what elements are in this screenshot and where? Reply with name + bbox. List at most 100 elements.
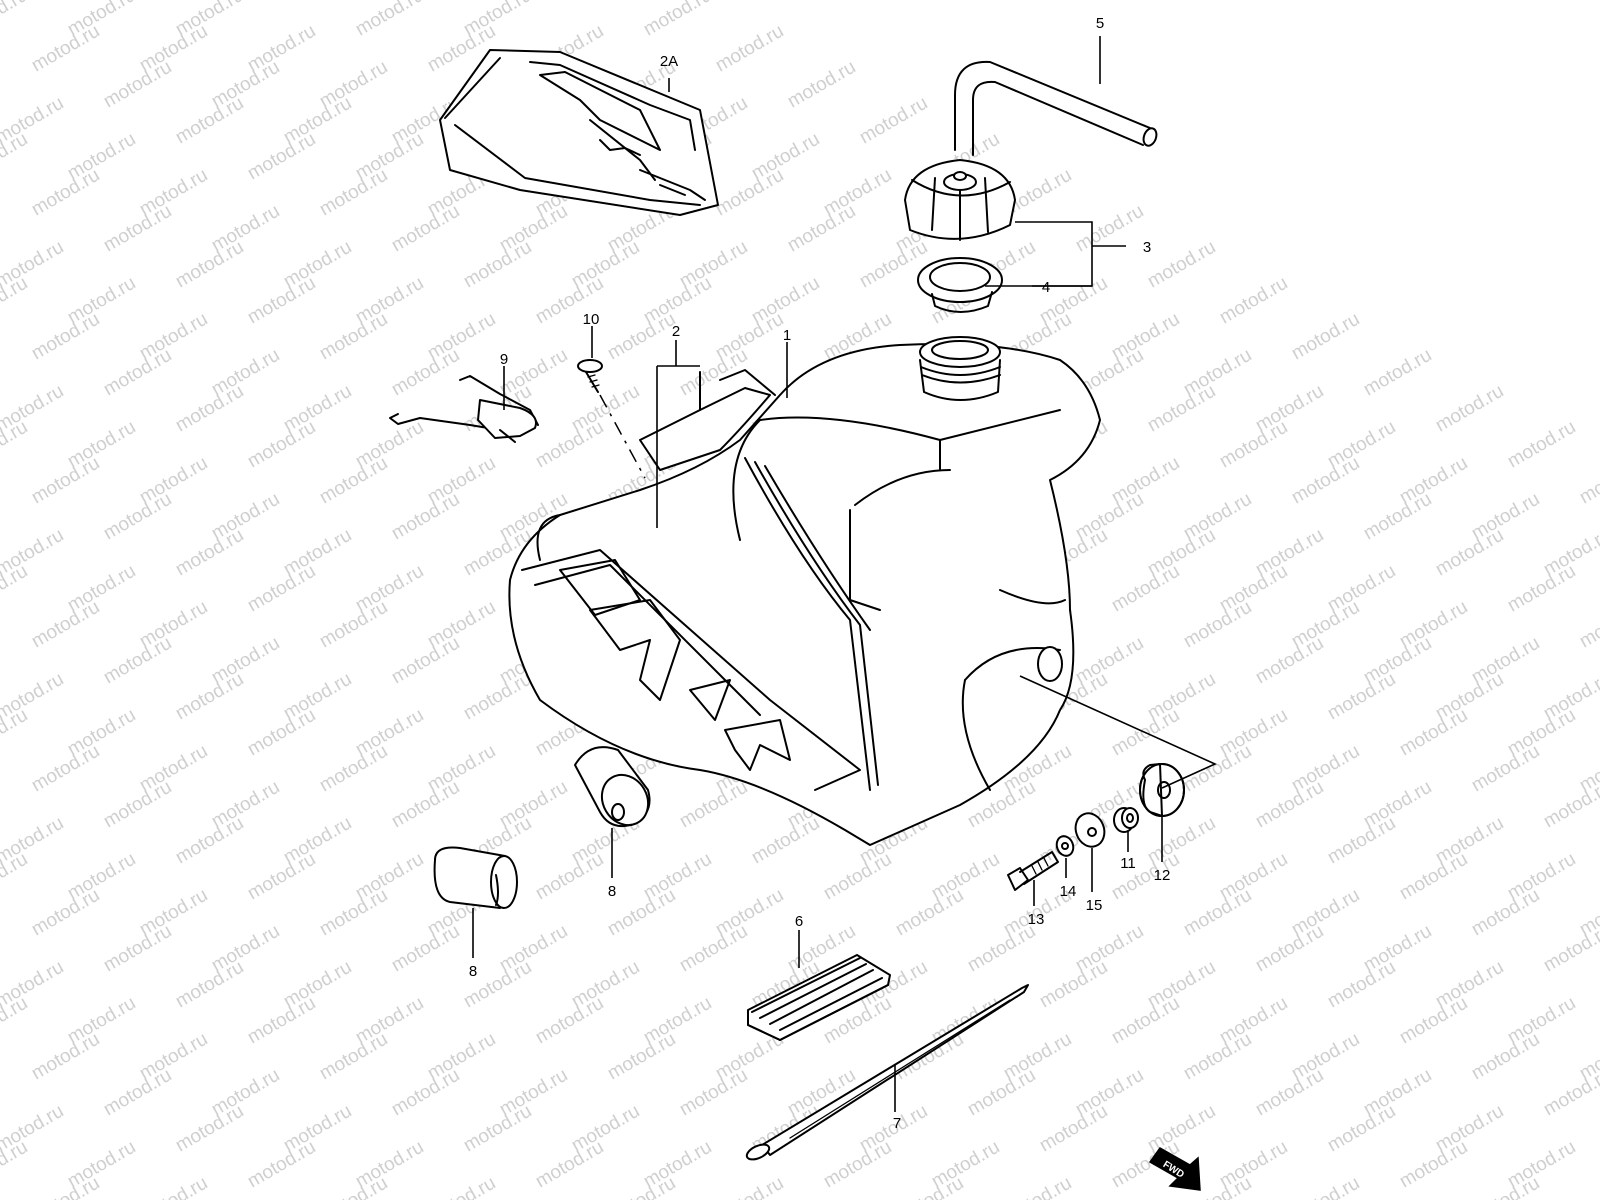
watermark-text: motod.ru [676, 777, 751, 833]
watermark-text: motod.ru [1252, 777, 1327, 833]
watermark-text: motod.ru [352, 0, 427, 40]
watermark-text: motod.ru [1576, 1173, 1600, 1200]
watermark-text: motod.ru [0, 705, 31, 761]
watermark-text: motod.ru [1468, 885, 1543, 941]
watermark-text: motod.ru [172, 237, 247, 293]
watermark-text: motod.ru [244, 273, 319, 329]
collar-11 [1113, 807, 1139, 833]
watermark-text: motod.ru [28, 165, 103, 221]
label-6: 6 [795, 913, 803, 930]
watermark-text: motod.ru [964, 921, 1039, 977]
watermark-text: motod.ru [1288, 453, 1363, 509]
label-5: 5 [1096, 15, 1104, 32]
watermark-text: motod.ru [136, 1173, 211, 1200]
watermark-text: motod.ru [388, 345, 463, 401]
watermark-text: motod.ru [0, 849, 31, 905]
watermark-text: motod.ru [388, 633, 463, 689]
watermark-text: motod.ru [28, 1029, 103, 1085]
watermark-text: motod.ru [172, 957, 247, 1013]
label-1: 1 [783, 327, 791, 344]
watermark-text: motod.ru [1540, 1065, 1600, 1121]
watermark-text: motod.ru [460, 1101, 535, 1157]
label-4: 4 [1042, 279, 1050, 296]
label-7: 7 [893, 1115, 901, 1132]
watermark-text: motod.ru [316, 885, 391, 941]
watermark-text: motod.ru [1072, 201, 1147, 257]
watermark-text: motod.ru [244, 993, 319, 1049]
watermark-text: motod.ru [1180, 597, 1255, 653]
watermark-text: motod.ru [0, 0, 31, 40]
watermark-text: motod.ru [244, 561, 319, 617]
watermark-text: motod.ru [280, 0, 355, 4]
screw-10 [577, 359, 646, 479]
watermark-text: motod.ru [1252, 921, 1327, 977]
watermark-text: motod.ru [604, 309, 679, 365]
watermark-text: motod.ru [172, 525, 247, 581]
watermark-text: motod.ru [172, 1101, 247, 1157]
watermark-text: motod.ru [1324, 1101, 1399, 1157]
pad-6 [747, 954, 891, 1041]
watermark-text: motod.ru [676, 1065, 751, 1121]
label-13: 13 [1028, 911, 1045, 928]
label-2: 2 [672, 323, 680, 340]
watermark-text: motod.ru [1216, 273, 1291, 329]
label-15: 15 [1086, 897, 1103, 914]
watermark-text: motod.ru [532, 993, 607, 1049]
bolt-13 [1007, 851, 1059, 891]
watermark-text: motod.ru [1036, 1101, 1111, 1157]
watermark-text: motod.ru [28, 21, 103, 77]
watermark-text: motod.ru [1144, 237, 1219, 293]
watermark-text: motod.ru [892, 1029, 967, 1085]
watermark-text: motod.ru [1396, 849, 1471, 905]
watermark-text: motod.ru [388, 1065, 463, 1121]
watermark-text: motod.ru [1036, 957, 1111, 1013]
clip-9 [389, 375, 539, 443]
watermark-text: motod.ru [388, 777, 463, 833]
fuel-cap-3 [904, 159, 1016, 241]
part-labels: 2A 5 3 4 10 2 1 9 8 8 11 12 13 14 15 6 7 [469, 15, 1171, 1132]
watermark-text: motod.ru [1396, 1137, 1471, 1193]
watermark-text: motod.ru [712, 165, 787, 221]
watermark-text: motod.ru [0, 129, 31, 185]
watermark-text: motod.ru [388, 921, 463, 977]
watermark-text: motod.ru [1576, 597, 1600, 653]
watermark-text: motod.ru [1180, 741, 1255, 797]
cushion-8b [433, 846, 518, 909]
watermark-text: motod.ru [28, 741, 103, 797]
watermark-text: motod.ru [244, 849, 319, 905]
watermark-text: motod.ru [892, 885, 967, 941]
watermark-text: motod.ru [1432, 381, 1507, 437]
watermark-text: motod.ru [640, 0, 715, 40]
watermark-text: motod.ru [172, 381, 247, 437]
washer-14 [1055, 835, 1075, 857]
fuel-tank-1 [508, 336, 1101, 846]
label-11: 11 [1120, 855, 1136, 872]
watermark-text: motod.ru [460, 237, 535, 293]
watermark-text: motod.ru [100, 921, 175, 977]
watermark-text: motod.ru [100, 777, 175, 833]
watermark-text: motod.ru [532, 849, 607, 905]
watermark-text: motod.ru [28, 597, 103, 653]
watermark-text: motod.ru [0, 1137, 31, 1193]
watermark-text: motod.ru [1576, 453, 1600, 509]
watermark-text: motod.ru [748, 813, 823, 869]
watermark-text: motod.ru [1324, 813, 1399, 869]
watermark-text: motod.ru [0, 561, 31, 617]
watermark-text: motod.ru [1468, 741, 1543, 797]
watermark-text: motod.ru [172, 669, 247, 725]
watermark-text: motod.ru [1360, 345, 1435, 401]
label-14: 14 [1060, 883, 1077, 900]
watermark-text: motod.ru [100, 489, 175, 545]
watermark-text: motod.ru [604, 1029, 679, 1085]
watermark-text: motod.ru [784, 201, 859, 257]
watermark-text: motod.ru [1108, 993, 1183, 1049]
watermark-text: motod.ru [1180, 1029, 1255, 1085]
label-10: 10 [583, 311, 600, 328]
watermark-text: motod.ru [1396, 993, 1471, 1049]
watermark-text: motod.ru [784, 57, 859, 113]
watermark-text: motod.ru [568, 0, 643, 4]
watermark-text: motod.ru [316, 165, 391, 221]
watermark-text: motod.ru [172, 93, 247, 149]
